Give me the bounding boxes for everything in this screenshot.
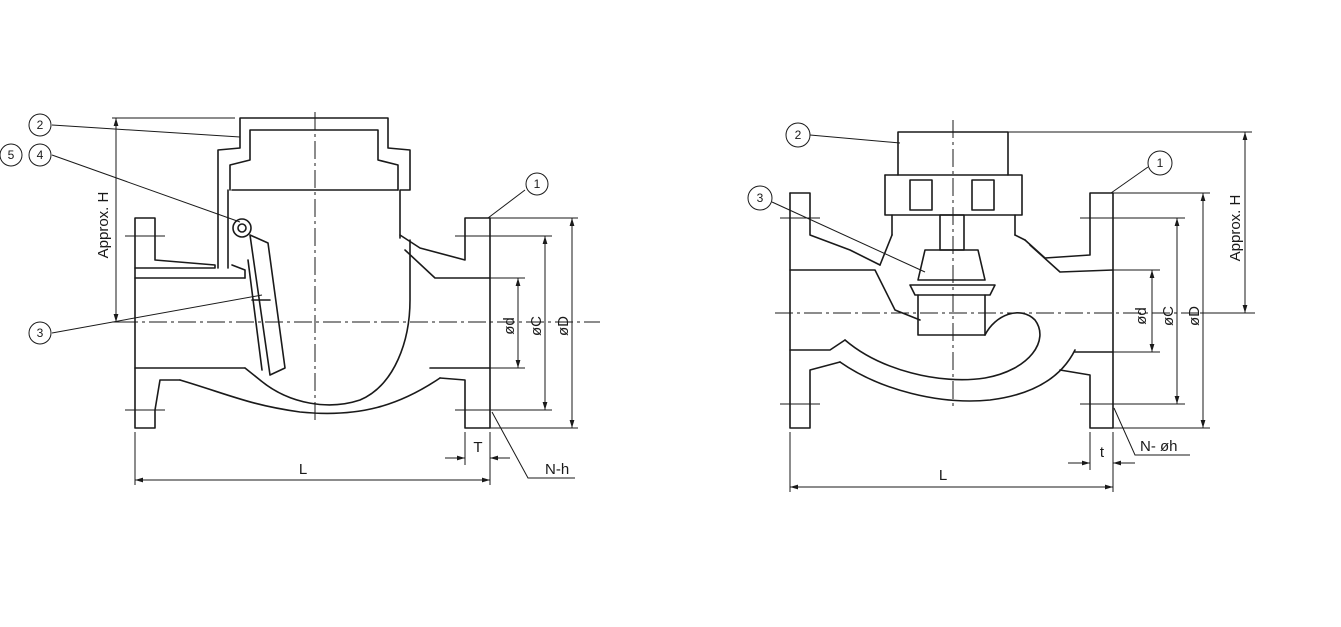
thickness-label: T [473, 439, 482, 456]
pitch-dia-label: øC [528, 316, 545, 336]
callout-1: 1 [1147, 150, 1173, 176]
length-dimension [789, 432, 1114, 492]
svg-text:3: 3 [37, 326, 44, 340]
callout-1: 1 [525, 172, 549, 196]
callout-2: 2 [785, 122, 811, 148]
svg-text:3: 3 [757, 191, 764, 205]
bolt-hole-leader [491, 411, 575, 479]
callout-1-leader [487, 189, 526, 219]
body-inner-wall [244, 239, 411, 406]
inner-dia-label: ød [1133, 307, 1150, 325]
svg-text:2: 2 [37, 118, 44, 132]
swing-check-valve-drawing: Approx. H ød øC øD L T [0, 112, 600, 485]
callout-2-leader [809, 134, 901, 144]
callout-3-leader [51, 294, 263, 334]
callout-3: 3 [28, 321, 52, 345]
pitch-dia-label: øC [1160, 306, 1177, 326]
inner-dia-label: ød [501, 317, 518, 335]
callout-3: 3 [747, 185, 773, 211]
diameter-dimensions [1113, 192, 1210, 429]
outlet-flange [399, 217, 500, 429]
thickness-dimension [445, 432, 510, 465]
outer-dia-label: øD [555, 316, 572, 336]
body-bottom [839, 349, 1076, 402]
height-dimension [112, 117, 235, 323]
callout-4-leader [51, 154, 241, 223]
bolt-hole-leader [1113, 407, 1190, 456]
svg-text:4: 4 [37, 148, 44, 162]
callout-3-leader [771, 201, 926, 273]
bonnet [217, 117, 411, 269]
height-label: Approx. H [1227, 195, 1244, 262]
bolt-hole-label: N- øh [1140, 438, 1178, 455]
thickness-label: t [1100, 444, 1105, 461]
length-label: L [939, 467, 947, 484]
outer-dia-label: øD [1186, 306, 1203, 326]
disc-assembly [232, 218, 286, 376]
callout-4: 4 [28, 143, 52, 167]
bolt-hole-label: N-h [545, 461, 569, 478]
length-label: L [299, 461, 307, 478]
inlet-flange [780, 192, 921, 429]
outlet-flange [1024, 192, 1125, 429]
body-inner-wall [844, 311, 1041, 381]
callout-2: 2 [28, 113, 52, 137]
lift-check-valve-drawing: Approx. H ød øC øD L t [747, 120, 1255, 492]
svg-text:5: 5 [8, 148, 15, 162]
body-bottom [179, 377, 441, 415]
thickness-dimension [1068, 432, 1135, 470]
svg-text:1: 1 [1157, 156, 1164, 170]
height-label: Approx. H [95, 192, 112, 259]
length-dimension [134, 432, 491, 485]
height-dimension [1008, 131, 1252, 314]
svg-text:2: 2 [795, 128, 802, 142]
callout-5: 5 [0, 143, 23, 167]
callout-2-leader [51, 124, 241, 138]
callout-1-leader [1110, 166, 1149, 194]
svg-text:1: 1 [534, 177, 541, 191]
diameter-dimensions [490, 217, 578, 429]
inlet-flange [125, 217, 246, 429]
